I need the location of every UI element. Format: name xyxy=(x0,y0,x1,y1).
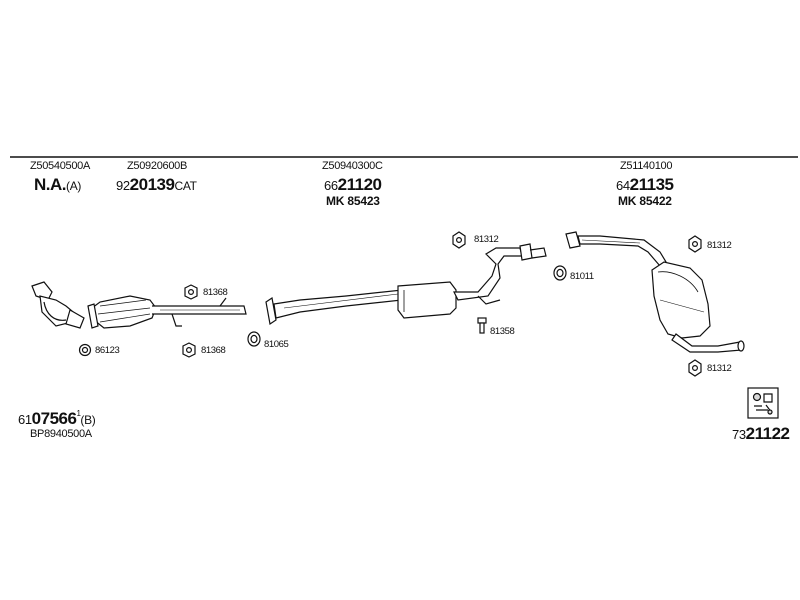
footer-left-suffix: (B) xyxy=(80,413,96,427)
header-main-4: 21135 xyxy=(629,175,674,194)
footer-right-number: 7321122 xyxy=(732,424,790,444)
bolt-81358-drawing xyxy=(477,317,487,334)
header-suffix-1: (A) xyxy=(66,179,82,193)
footer-left-sup: 1 xyxy=(76,409,81,418)
part-label-86123: 86123 xyxy=(95,345,120,356)
rear-silencer-drawing xyxy=(565,231,745,353)
part-label-81312-mid: 81312 xyxy=(474,234,499,245)
header-line1-3: 6621120 xyxy=(324,175,382,195)
part-label-81358: 81358 xyxy=(490,326,515,337)
header-prefix-3: 66 xyxy=(324,178,338,193)
part-label-81312-top-right: 81312 xyxy=(707,240,732,251)
clamp-81368-bottom-drawing xyxy=(182,342,196,358)
header-main-3: 21120 xyxy=(337,175,382,194)
clamp-81312-bottom-right-drawing xyxy=(688,359,702,377)
part-label-81011: 81011 xyxy=(570,271,594,282)
part-label-81312-bottom-right: 81312 xyxy=(707,363,732,374)
header-line1-4: 6421135 xyxy=(616,175,674,195)
header-main-1: N.A. xyxy=(34,175,67,194)
footer-left-code: BP8940500A xyxy=(30,428,92,440)
gasket-81065-drawing xyxy=(247,331,261,347)
footer-right-prefix: 73 xyxy=(732,427,746,442)
part-label-81368-bottom: 81368 xyxy=(201,345,226,356)
header-line2-4: MK 85422 xyxy=(618,194,672,208)
header-code-3: Z50940300C xyxy=(322,160,383,172)
gasket-86123-drawing xyxy=(78,343,92,357)
footer-right-main: 21122 xyxy=(745,424,790,443)
header-main-2: 20139 xyxy=(129,175,175,194)
front-pipe-drawing xyxy=(31,281,85,329)
footer-left-prefix: 61 xyxy=(18,412,32,427)
header-code-2: Z50920600B xyxy=(127,160,187,172)
mounting-kit-icon xyxy=(747,387,779,419)
clamp-81368-top-drawing xyxy=(184,284,198,300)
clamp-81312-top-right-drawing xyxy=(688,235,702,253)
part-label-81368-top: 81368 xyxy=(203,287,228,298)
header-code-4: Z51140100 xyxy=(620,160,673,172)
middle-silencer-pipe-drawing xyxy=(265,243,547,326)
header-line1-2: 9220139CAT xyxy=(116,175,197,195)
gasket-81011-drawing xyxy=(553,265,567,281)
header-code-1: Z50540500A xyxy=(30,160,90,172)
catalytic-converter-drawing xyxy=(87,295,247,329)
header-line1-1: N.A.(A) xyxy=(34,175,81,195)
header-prefix-4: 64 xyxy=(616,178,630,193)
footer-left-main: 07566 xyxy=(31,409,77,428)
clamp-81312-mid-drawing xyxy=(452,231,466,249)
header-prefix-2: 92 xyxy=(116,178,130,193)
part-label-81065: 81065 xyxy=(264,339,289,350)
footer-left-number: 61075661(B) xyxy=(18,409,96,429)
header-suffix-2: CAT xyxy=(174,179,197,193)
header-line2-3: MK 85423 xyxy=(326,194,380,208)
